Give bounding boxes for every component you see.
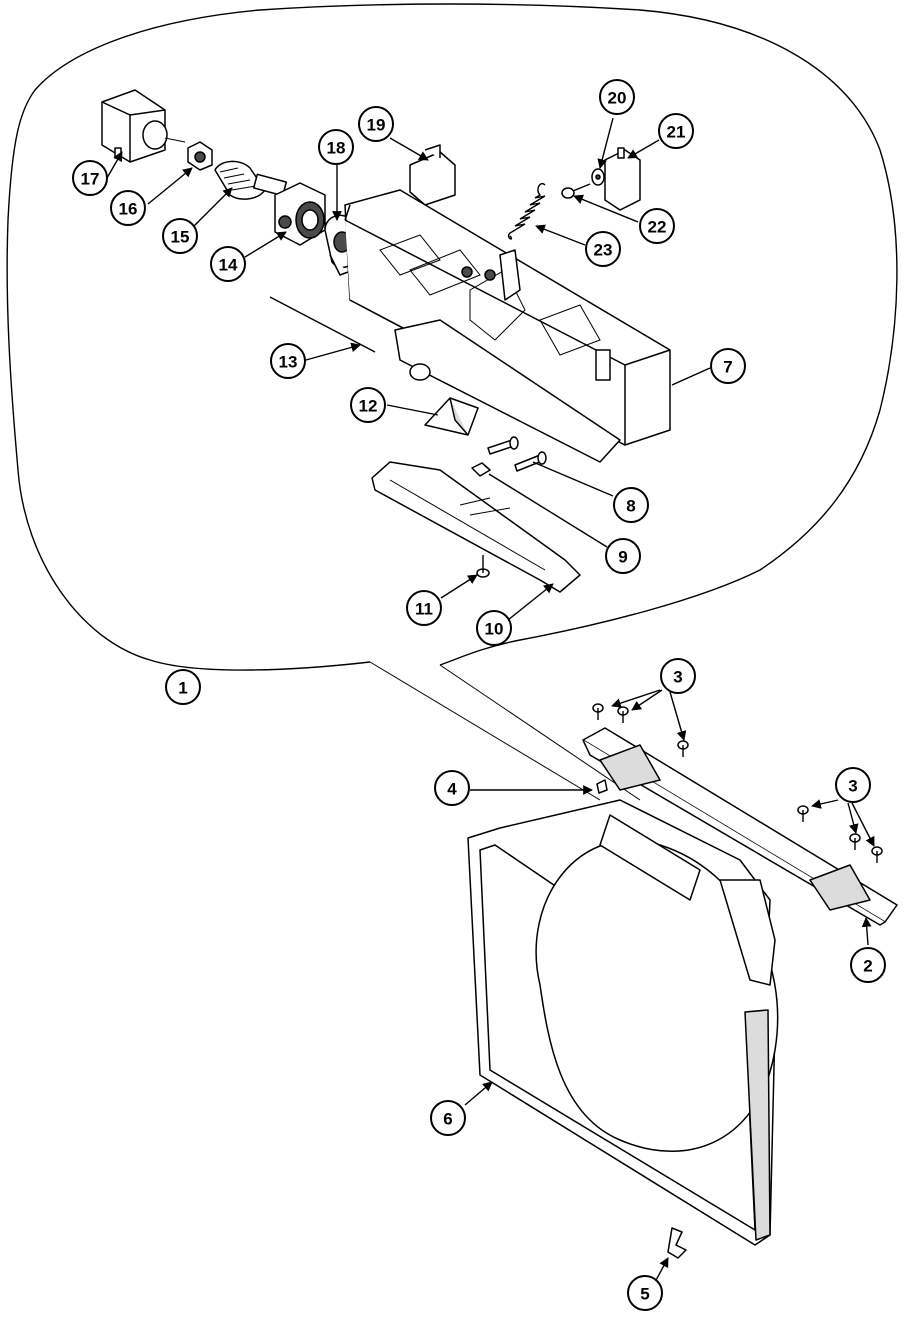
callout-circle <box>658 113 694 149</box>
part-3-screws <box>592 703 883 863</box>
callout-3: 3 <box>660 658 696 694</box>
part-17-motor <box>101 89 186 163</box>
callout-circle <box>210 246 246 282</box>
part-7-housing <box>344 189 671 463</box>
part-16-coupler <box>187 141 213 171</box>
callout-circle <box>430 1100 466 1136</box>
callout-label: 19 <box>367 116 386 135</box>
callout-10: 10 <box>476 610 512 646</box>
callout-circle <box>165 669 201 705</box>
callout-2: 2 <box>850 947 886 983</box>
callout-6: 6 <box>430 1100 466 1136</box>
leader-lines <box>106 117 875 1283</box>
callout-circle <box>585 231 621 267</box>
callout-label: 8 <box>626 497 635 516</box>
callout-circle <box>710 348 746 384</box>
callout-circle <box>850 947 886 983</box>
callout-11: 11 <box>406 590 442 626</box>
subassembly-outline <box>6 3 898 671</box>
part-19-clip <box>409 144 456 206</box>
callout-14: 14 <box>210 246 246 282</box>
callout-label: 23 <box>594 241 613 260</box>
callout-label: 17 <box>81 170 100 189</box>
part-2-rail <box>582 727 898 926</box>
callout-label: 11 <box>415 600 433 619</box>
callout-circle <box>162 218 198 254</box>
callout-label: 3 <box>848 777 857 796</box>
part-12-bracket <box>424 397 479 436</box>
callout-label: 22 <box>648 218 667 237</box>
part-21-switch <box>604 147 641 211</box>
callout-22: 22 <box>639 208 675 244</box>
callout-circle <box>627 1275 663 1311</box>
callout-circle <box>660 658 696 694</box>
callout-21: 21 <box>658 113 694 149</box>
callout-label: 7 <box>723 358 732 377</box>
callout-circle <box>434 770 470 806</box>
callout-23: 23 <box>585 231 621 267</box>
callout-5: 5 <box>627 1275 663 1311</box>
callout-label: 13 <box>279 353 298 372</box>
callout-circle <box>835 767 871 803</box>
callout-label: 1 <box>178 679 187 698</box>
callout-12: 12 <box>350 387 386 423</box>
callout-circle <box>605 538 641 574</box>
callout-7: 7 <box>710 348 746 384</box>
callout-label: 4 <box>447 780 457 799</box>
callout-9: 9 <box>605 538 641 574</box>
callout-19: 19 <box>358 106 394 142</box>
part-22-screw <box>561 183 591 199</box>
callout-label: 6 <box>443 1110 452 1129</box>
callout-3: 3 <box>835 767 871 803</box>
part-23-spring <box>507 183 546 240</box>
callout-8: 8 <box>613 487 649 523</box>
callout-18: 18 <box>318 129 354 165</box>
callout-17: 17 <box>72 160 108 196</box>
callout-label: 12 <box>359 397 378 416</box>
part-10-tray <box>371 461 581 593</box>
part-14-gear-housing <box>274 182 326 246</box>
callout-label: 10 <box>485 620 504 639</box>
part-6-frame <box>467 799 779 1246</box>
callout-circle <box>350 387 386 423</box>
part-8-screws <box>487 436 547 472</box>
callout-circle <box>358 106 394 142</box>
callout-label: 21 <box>667 123 686 142</box>
callout-circle <box>406 590 442 626</box>
callout-circle <box>72 160 108 196</box>
callout-label: 20 <box>608 89 627 108</box>
callout-label: 16 <box>119 200 138 219</box>
callout-20: 20 <box>599 79 635 115</box>
callout-13: 13 <box>270 343 306 379</box>
callout-label: 14 <box>219 256 238 275</box>
callout-circle <box>599 79 635 115</box>
part-9-nut <box>471 462 491 477</box>
callout-1: 1 <box>165 669 201 705</box>
callout-circle <box>110 190 146 226</box>
callout-label: 3 <box>673 668 682 687</box>
callout-label: 9 <box>618 548 627 567</box>
part-4-clip <box>596 779 608 794</box>
callout-circle <box>613 487 649 523</box>
subassembly-leader-left <box>369 661 601 801</box>
callout-15: 15 <box>162 218 198 254</box>
part-11-screw <box>476 555 490 578</box>
callout-label: 15 <box>171 228 190 247</box>
callout-circle <box>639 208 675 244</box>
callout-circle <box>318 129 354 165</box>
part-20-washer <box>591 168 605 186</box>
callout-circle <box>476 610 512 646</box>
callout-label: 18 <box>327 139 346 158</box>
callout-label: 2 <box>863 957 872 976</box>
callout-circle <box>270 343 306 379</box>
callout-4: 4 <box>434 770 470 806</box>
subassembly-leader-right <box>439 664 641 801</box>
callout-16: 16 <box>110 190 146 226</box>
part-5-clip <box>667 1227 687 1259</box>
callout-label: 5 <box>640 1285 649 1304</box>
